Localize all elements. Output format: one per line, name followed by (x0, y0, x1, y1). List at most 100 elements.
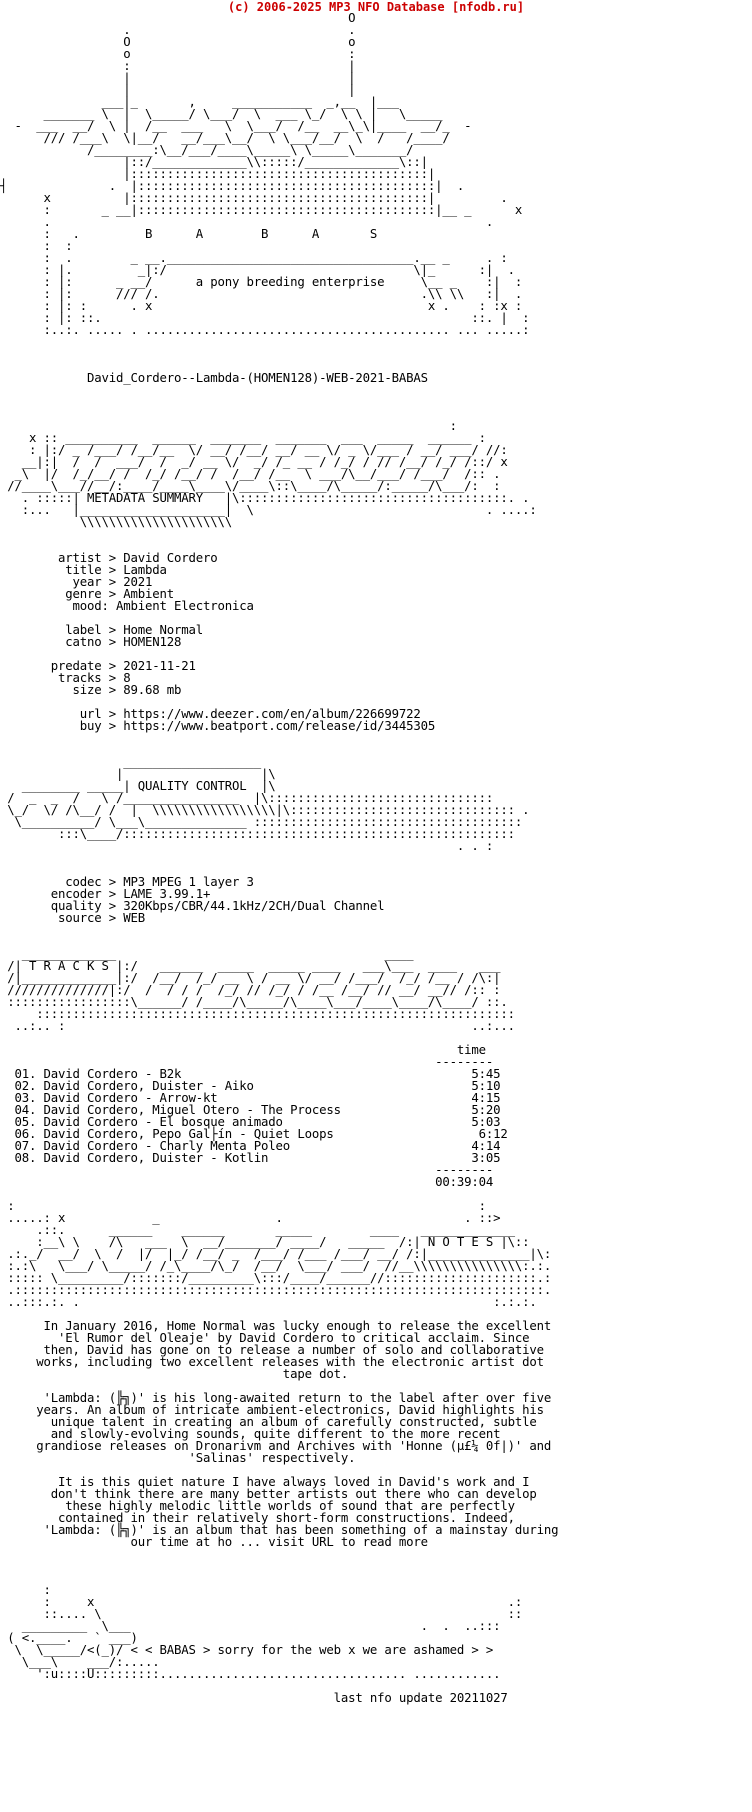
nfo-line: _\ |/ /_/__/ / /_/ /__/ / /__/ /__ \ ___… (0, 467, 501, 481)
nfo-line: 04. David Cordero, Miguel Otero - The Pr… (0, 1103, 501, 1117)
nfo-line: __|:| / / ___/ / _/ __ \/ _/ /_ __ / /_/… (0, 455, 508, 469)
nfo-line: : |:/ _ /___/ /__/__ \/ __/ /__/ __/ __ … (0, 443, 508, 457)
nfo-line: grandiose releases on Dronarivm and Arch… (0, 1439, 552, 1453)
nfo-line: . . : (0, 839, 494, 853)
nfo-line: \__________/ \___\______________ :::::::… (0, 815, 523, 829)
nfo-line: | | (0, 71, 356, 85)
nfo-line: : |: _ __/ a pony breeding enterprise \_… (0, 275, 523, 289)
nfo-line: time (0, 1043, 486, 1057)
nfo-line: It is this quiet nature I have always lo… (0, 1475, 530, 1489)
nfo-line: these highly melodic little worlds of so… (0, 1499, 515, 1513)
nfo-line: url > https://www.deezer.com/en/album/22… (0, 707, 421, 721)
nfo-text-block: O . . O o o : : (0, 12, 752, 1812)
nfo-line: _____________ ____ (0, 947, 414, 961)
nfo-line: //////////////|:/ / / / / /_/ // /_/ / /… (0, 983, 501, 997)
nfo-line: //____\___//__/:____/____\____\/____\::\… (0, 479, 501, 493)
nfo-line: : _ __|:::::::::::::::::::::::::::::::::… (0, 203, 523, 217)
nfo-line: :... |____________________| \ . ....: (0, 503, 537, 517)
nfo-line: ::::: \_________/:::::::/_________\:::/_… (0, 1271, 552, 1285)
nfo-line: don't think there are many better artist… (0, 1487, 537, 1501)
nfo-line: mood: Ambient Electronica (0, 599, 254, 613)
nfo-line: ..:::.:. . :.:.:. (0, 1295, 537, 1309)
nfo-line: \___\ ___/:..... (0, 1655, 160, 1669)
nfo-line: : |: : . x x . : :x : (0, 299, 523, 313)
nfo-line: .::. ______ ______ _____ ____ __________… (0, 1223, 515, 1237)
nfo-line: . :::::| METADATA SUMMARY |\::::::::::::… (0, 491, 530, 505)
nfo-line: source > WEB (0, 911, 146, 925)
nfo-line: genre > Ambient (0, 587, 175, 601)
nfo-line: encoder > LAME 3.99.1+ (0, 887, 211, 901)
nfo-line: _________ \___ . . ..::: (0, 1619, 501, 1633)
nfo-line: . . (0, 23, 356, 37)
nfo-line: : : (0, 239, 73, 253)
nfo-line: unique talent in creating an album of ca… (0, 1415, 537, 1429)
nfo-line: : |: ::. ::. | : (0, 311, 530, 325)
nfo-line: catno > HOMEN128 (0, 635, 182, 649)
nfo-line: 07. David Cordero - Charly Menta Poleo 4… (0, 1139, 501, 1153)
nfo-line: : | (0, 59, 356, 73)
nfo-line: predate > 2021-11-21 (0, 659, 196, 673)
nfo-line: buy > https://www.beatport.com/release/i… (0, 719, 436, 733)
nfo-line: :..:. ..... . ..........................… (0, 323, 530, 337)
nfo-line: 'El Rumor del Oleaje' by David Cordero t… (0, 1331, 530, 1345)
nfo-line: ________ _____| QUALITY CONTROL |\ (0, 779, 276, 793)
nfo-line: David_Cordero--Lambda-(HOMEN128)-WEB-202… (0, 371, 428, 385)
nfo-line: title > Lambda (0, 563, 167, 577)
nfo-line: | |\ (0, 767, 276, 781)
nfo-line: 02. David Cordero, Duister - Aiko 5:10 (0, 1079, 501, 1093)
nfo-line: _______ \ | \_____/ \___/ \ ___ \_/ \ \ … (0, 107, 443, 121)
nfo-line: : |: /// /. .\\ \\ :| . (0, 287, 523, 301)
nfo-line: tracks > 8 (0, 671, 131, 685)
nfo-line: : . _ __._______________________________… (0, 251, 508, 265)
nfo-line: / _ _ / \ /________________ |\::::::::::… (0, 791, 494, 805)
nfo-line: - ___ __/ \ | /__ ___ \ \___/ /__ __\_\|… (0, 119, 472, 133)
nfo-line: /|_____________|:/ /__/ /_/ __ \ / __ \/… (0, 971, 501, 985)
nfo-line: 08. David Cordero, Duister - Kotlin 3:05 (0, 1151, 501, 1165)
nfo-line: /| T R A C K S |:/ ______ _____ _____ __… (0, 959, 501, 973)
nfo-line: ___|_ , ___________ _,__ |___ (0, 95, 400, 109)
page-header: (c) 2006-2025 MP3 NFO Database [nfodb.ru… (227, 0, 525, 14)
nfo-line: size > 89.68 mb (0, 683, 182, 697)
nfo-line: ..:.. : ..:... (0, 1019, 516, 1033)
nfo-line: o : (0, 47, 356, 61)
nfo-line: label > Home Normal (0, 623, 204, 637)
nfo-line: 01. David Cordero - B2k 5:45 (0, 1067, 501, 1081)
nfo-line: -------- (0, 1163, 494, 1177)
nfo-line: ::.... \ :: (0, 1607, 523, 1621)
nfo-line: 'Salinas' respectively. (0, 1451, 356, 1465)
nfo-line: ::::::::::::::::::::::::::::::::::::::::… (0, 1007, 515, 1021)
nfo-line: : (0, 1583, 51, 1597)
nfo-line: :.:\ \___/ \_____/ /_\____/\_/ /__/ \___… (0, 1259, 552, 1273)
nfo-line: : . B A B A S (0, 227, 378, 241)
nfo-line: ( <.____. ` ___) (0, 1631, 138, 1645)
nfo-line: 05. David Cordero - El bosque animado 5:… (0, 1115, 501, 1129)
nfo-line: .:::::::::::::::::::::::::::::::::::::::… (0, 1283, 552, 1297)
nfo-line: 03. David Cordero - Arrow-kt 4:15 (0, 1091, 501, 1105)
nfo-line: 06. David Cordero, Pepo Gal├ín - Quiet L… (0, 1127, 508, 1141)
nfo-line: : (0, 419, 457, 433)
nfo-line: 'Lambda: (╠╗)' is his long-awaited retur… (0, 1391, 552, 1405)
nfo-line: /// /___\ \|__/ __/___\__/ \ \___/__/ \ … (0, 131, 450, 145)
nfo-line: year > 2021 (0, 575, 153, 589)
nfo-line: |:::::::::::::::::::::::::::::::::::::::… (0, 167, 436, 181)
nfo-line: ___________________ (0, 755, 262, 769)
nfo-line: /________:\__/___/____\_____\ \_____\___… (0, 143, 414, 157)
nfo-line: .....: x _ . . ::> (0, 1211, 501, 1225)
nfo-line: works, including two excellent releases … (0, 1355, 544, 1369)
nfo-line: \_/ \/ /\__/ / | \\\\\\\\\\\\\\\\\|\::::… (0, 803, 530, 817)
nfo-line: x |:::::::::::::::::::::::::::::::::::::… (0, 191, 508, 205)
nfo-line: :::\____/:::::::::::::::::::::::::::::::… (0, 827, 515, 841)
nfo-line: O o (0, 35, 356, 49)
nfo-line: our time at ho ... visit URL to read mor… (0, 1535, 429, 1549)
nfo-line: : x .: (0, 1595, 523, 1609)
nfo-line: 'Lambda: (╠╗)' is an album that has been… (0, 1523, 559, 1537)
nfo-line: tape dot. (0, 1367, 349, 1381)
nfo-line: artist > David Cordero (0, 551, 218, 565)
nfo-line: quality > 320Kbps/CBR/44.1kHz/2CH/Dual C… (0, 899, 385, 913)
nfo-line: O (0, 12, 356, 25)
nfo-line: . . (0, 215, 494, 229)
nfo-line: ':u::::U:::::::::.......................… (0, 1667, 501, 1681)
nfo-line: years. An album of intricate ambient-ele… (0, 1403, 544, 1417)
nfo-line: : |. _|:/ \|_ :| . (0, 263, 516, 277)
